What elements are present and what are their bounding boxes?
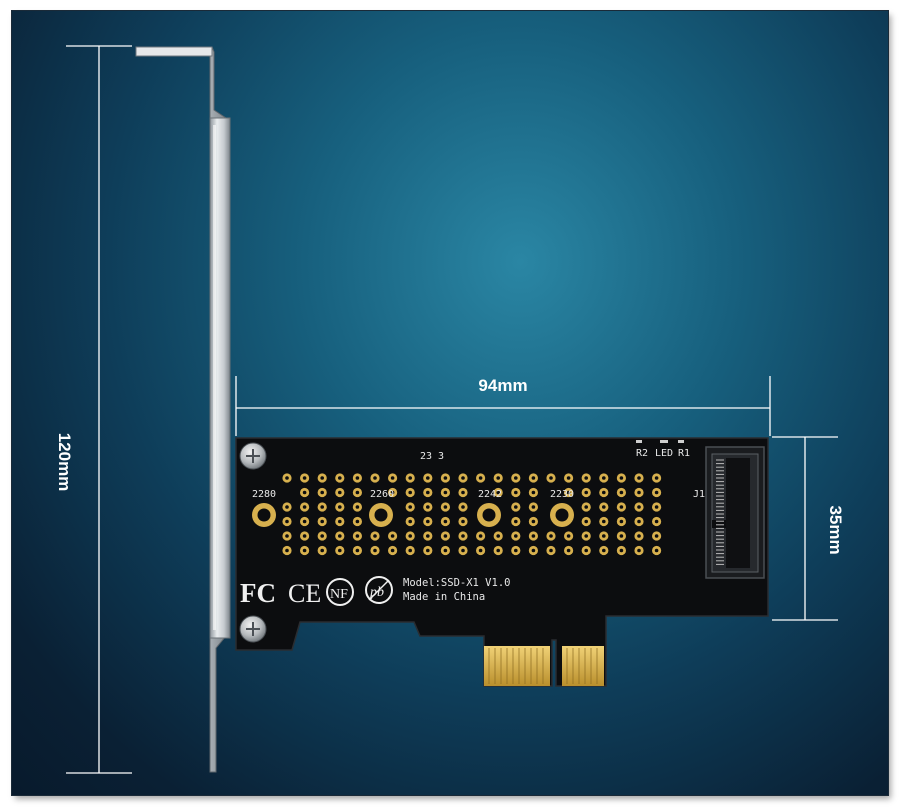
svg-text:CE: CE	[288, 579, 321, 608]
label-r1: R1	[678, 448, 690, 459]
nf-mark: NF	[326, 578, 354, 606]
m2-adapter-board: 2280 2260 2242 2230 23 3 R2 LED R1 J1 FC…	[235, 437, 769, 687]
pci-bracket	[135, 46, 231, 773]
label-2280: 2280	[252, 489, 276, 500]
solder-pad-grid	[282, 473, 662, 556]
gold-fingers	[484, 646, 604, 686]
mount-hole-2230	[550, 503, 574, 527]
ce-mark: CE	[288, 579, 321, 608]
label-94mm: 94mm	[478, 376, 527, 395]
origin-label: Made in China	[403, 591, 485, 603]
label-120mm: 120mm	[55, 433, 74, 492]
mount-hole-2242	[477, 503, 501, 527]
screw-top	[239, 442, 267, 470]
m2-connector	[705, 446, 765, 579]
label-35mm: 35mm	[826, 505, 845, 554]
led-indicators	[636, 440, 684, 443]
fcc-mark: FC	[240, 578, 276, 608]
mount-hole-2260	[369, 503, 393, 527]
board-code: 23 3	[420, 451, 444, 462]
label-led: LED	[655, 448, 673, 459]
label-j1: J1	[693, 489, 705, 500]
label-2242: 2242	[478, 489, 502, 500]
svg-text:FC: FC	[240, 578, 276, 608]
pb-free-mark: pb	[365, 576, 393, 604]
label-2260: 2260	[370, 489, 394, 500]
product-photo: 2280 2260 2242 2230 23 3 R2 LED R1 J1 FC…	[12, 11, 888, 795]
screw-bottom	[239, 615, 267, 643]
dimension-35mm: 35mm	[772, 436, 845, 621]
dimension-94mm: 94mm	[235, 376, 771, 436]
svg-text:NF: NF	[330, 587, 348, 602]
dimension-120mm: 120mm	[55, 45, 132, 774]
label-2230: 2230	[550, 489, 574, 500]
mount-hole-2280	[252, 503, 276, 527]
model-label: Model:SSD-X1 V1.0	[403, 577, 510, 589]
label-r2: R2	[636, 448, 648, 459]
